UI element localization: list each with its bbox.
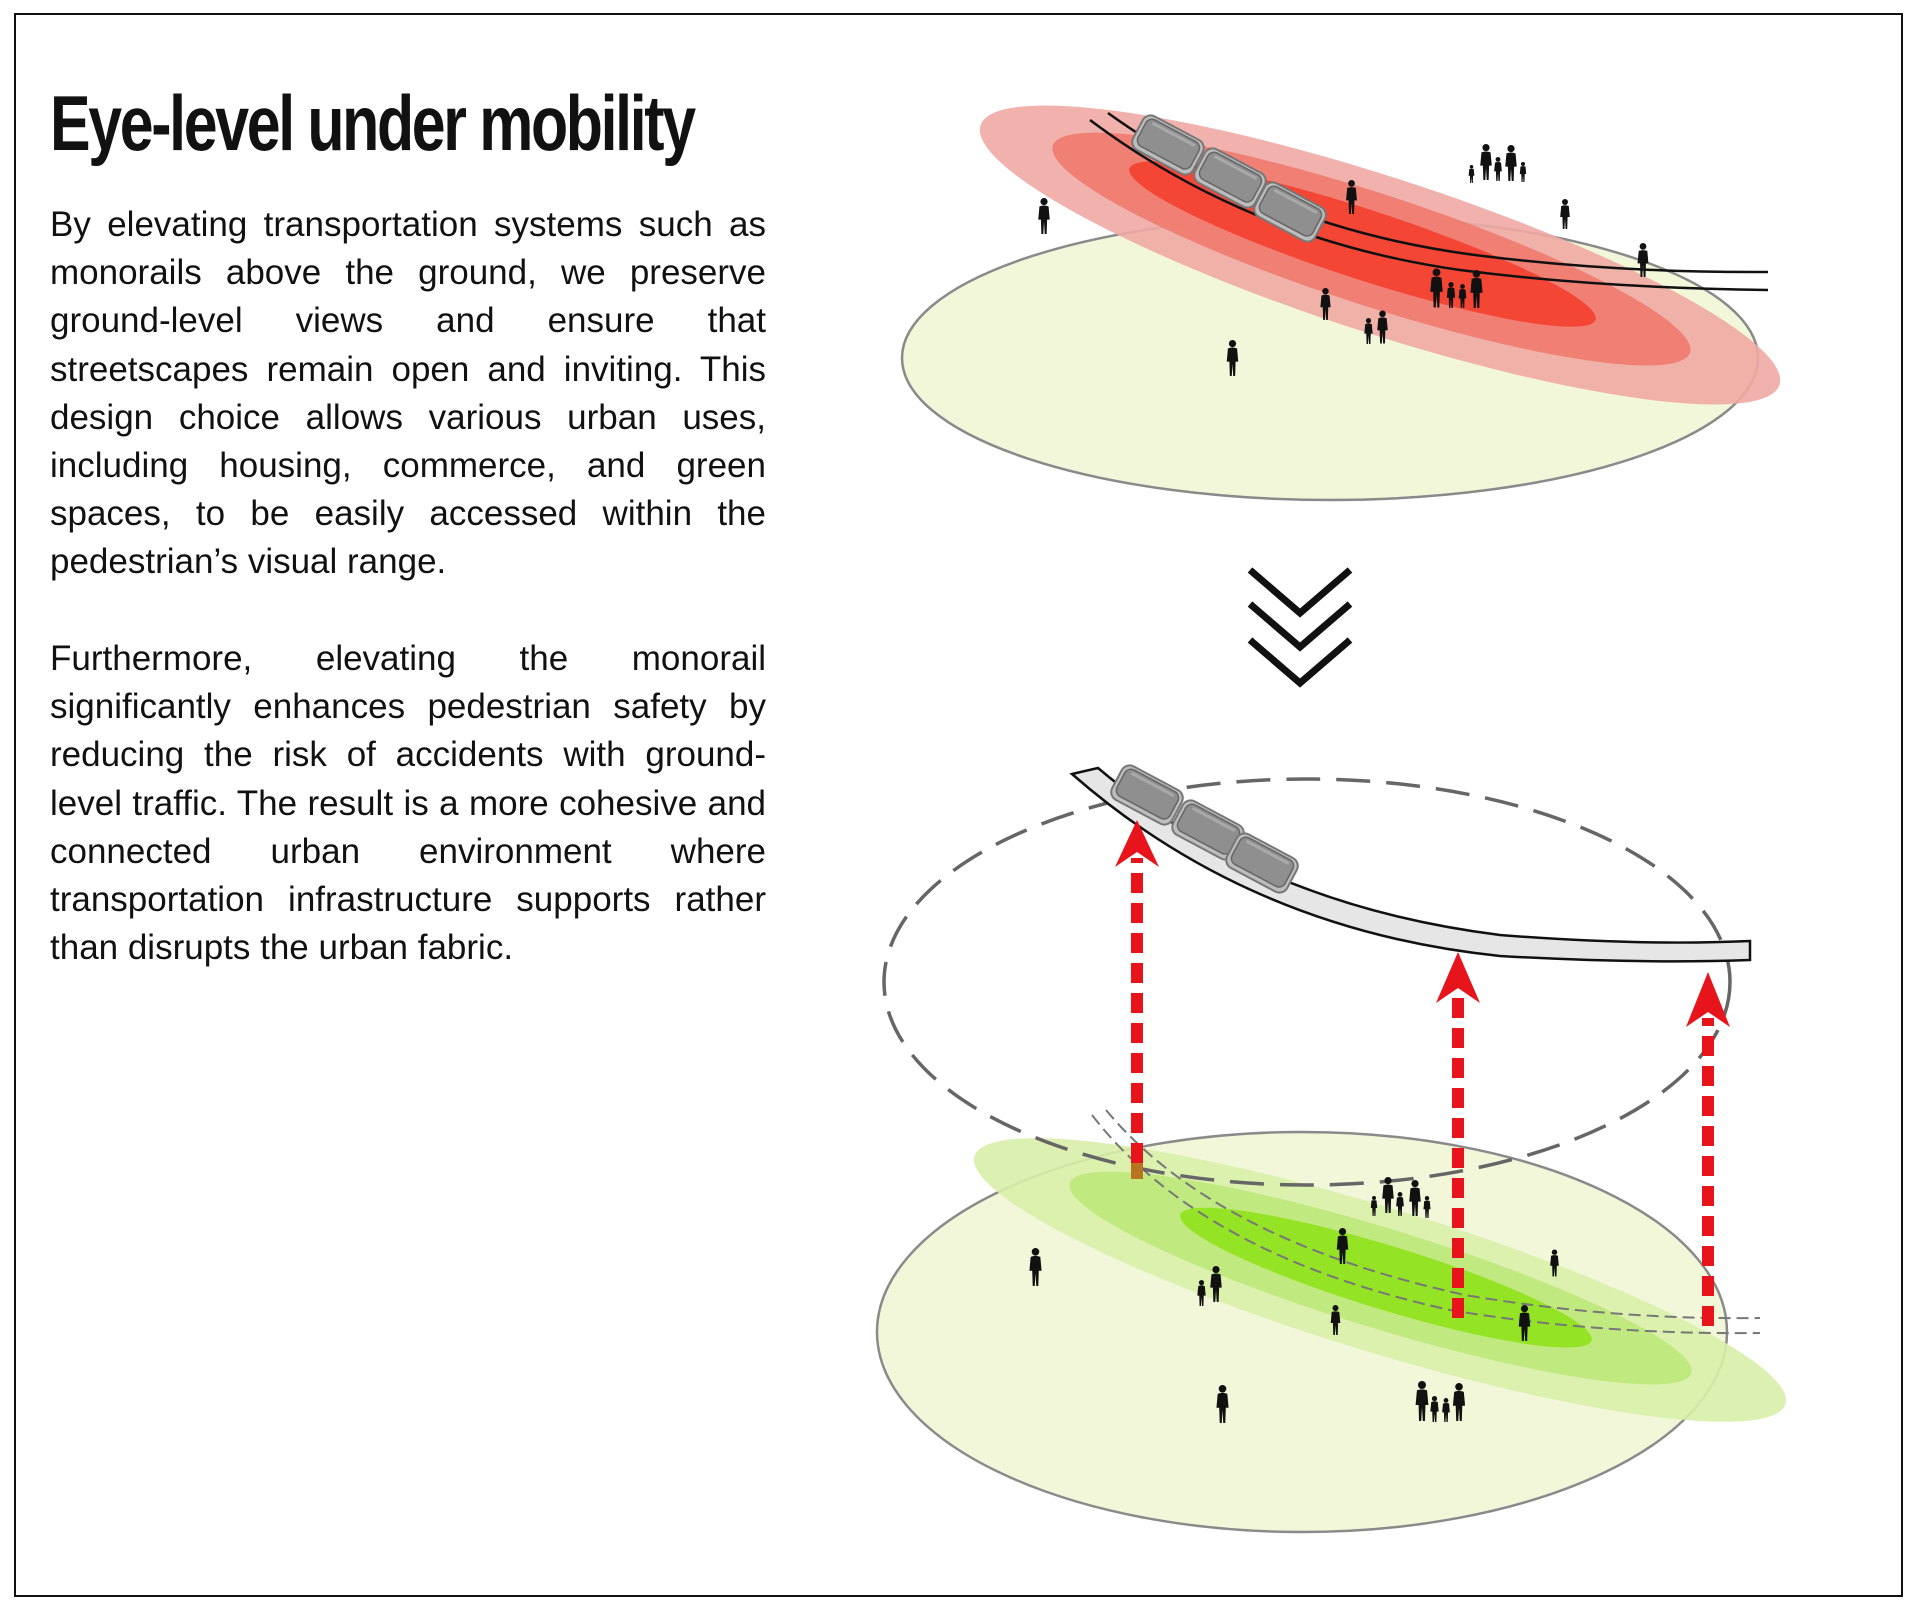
pedestrian-icon (1505, 145, 1517, 181)
pedestrian-icon (1468, 165, 1475, 183)
ground-trace-line-2 (1105, 1109, 1761, 1320)
pedestrian-icon (1519, 162, 1527, 182)
triple-chevron-down-icon (1247, 567, 1353, 688)
freed-view-zone (973, 1138, 1787, 1422)
freed-zone-core (1180, 1207, 1592, 1348)
elevated-viaduct (1069, 766, 1752, 963)
body-paragraph-1: By elevating transportation systems such… (50, 205, 766, 582)
ground-trace-line-1 (1091, 1114, 1761, 1335)
rail-line-upper (1089, 118, 1769, 292)
elevated-view-ring (882, 777, 1732, 1187)
body-paragraph-2: Furthermore, elevating the monorail sign… (50, 639, 766, 968)
lift-arrows (1115, 820, 1730, 1326)
before-scene (900, 105, 1781, 502)
after-scene (875, 760, 1787, 1534)
pedestrian-icon (1038, 198, 1050, 234)
page-title: Eye-level under mobility (50, 79, 696, 167)
pedestrian-icon (1560, 199, 1570, 229)
pedestrian-icon (1494, 157, 1502, 181)
lift-arrow-right (1686, 972, 1730, 1326)
pedestrian-icon (1480, 144, 1492, 180)
lift-arrow-left (1115, 820, 1159, 1179)
lift-arrow-middle (1436, 952, 1480, 1318)
